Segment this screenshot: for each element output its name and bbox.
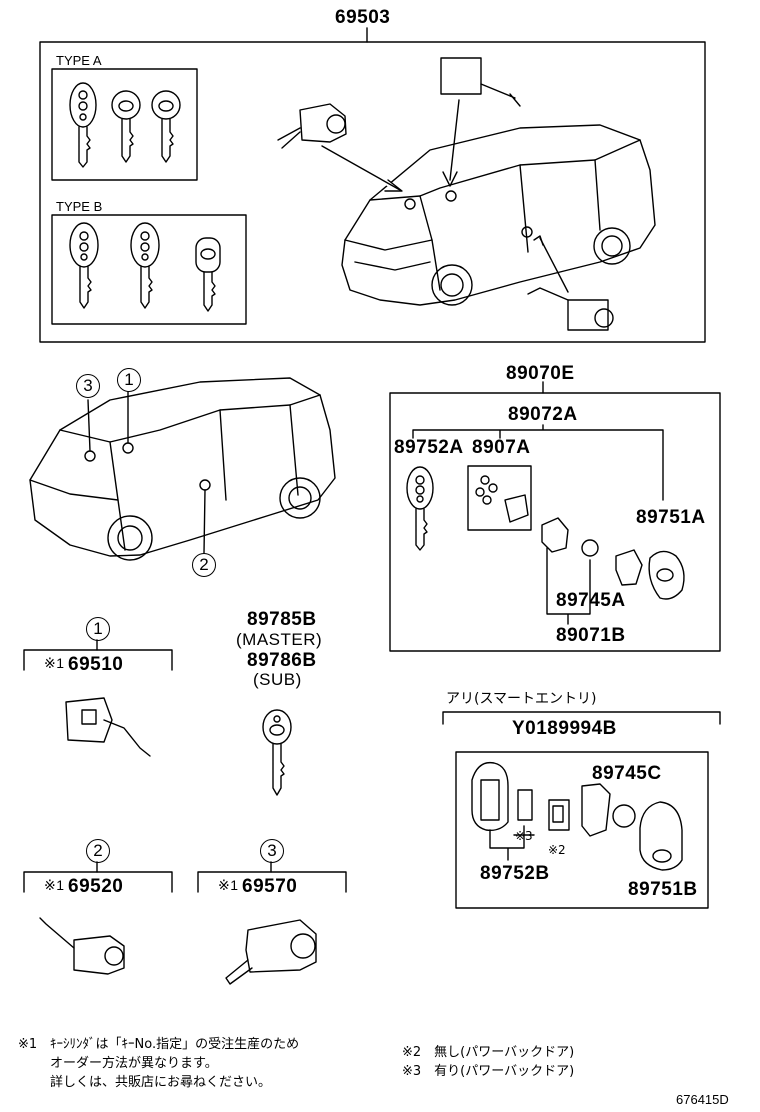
note-1-line-1: ｷｰｼﾘﾝﾀﾞは「ｷｰNo.指定」の受注生産のため (50, 1037, 300, 1052)
cylinder-3-part-number: 69570 (242, 876, 298, 897)
cylinder-2-part-number: 69520 (68, 876, 124, 897)
cylinder-2-number: 2 (86, 839, 110, 863)
transmitter-sub-assembly-number: 89072A (508, 404, 578, 425)
assembly-69503-frame (39, 27, 706, 343)
note-3: ※3 有り(パワーバックドア) (402, 1064, 575, 1079)
top-van-illustration (277, 57, 656, 331)
keypad-part-number: 8907A (472, 437, 531, 458)
smart-entry-mark-2: ※2 (548, 843, 566, 857)
cylinder-1-mark: ※1 (44, 655, 65, 671)
smart-entry-key-number: 89752B (480, 863, 550, 884)
left-van-illustration (29, 377, 336, 561)
assembly-part-number: 69503 (335, 7, 391, 28)
cylinder-2-illustration (23, 861, 173, 975)
transmitter-assembly-number: 89070E (506, 363, 575, 384)
callout-1-marker: 1 (117, 368, 141, 392)
type-a-keys (51, 68, 198, 181)
cylinder-2-mark: ※1 (44, 877, 65, 893)
type-b-keys (51, 214, 247, 325)
note-1-line-3: 詳しくは、共販店にお尋ねください。 (50, 1075, 272, 1090)
note-1-mark: ※1 (18, 1037, 38, 1052)
sub-key-label: (SUB) (253, 670, 302, 689)
cylinder-1-illustration (23, 639, 173, 757)
sub-key-part-number: 89786B (247, 650, 317, 671)
type-b-label: TYPE B (56, 199, 103, 214)
master-key-part-number: 89785B (247, 609, 317, 630)
case-cover-part-number: 89751A (636, 507, 706, 528)
smart-entry-heading: アリ(スマートエントリ) (446, 691, 597, 707)
callout-3-marker: 3 (76, 374, 100, 398)
cylinder-1-number: 1 (86, 617, 110, 641)
smart-entry-battery-number: 89745C (592, 763, 662, 784)
transmitter-part-number: 89071B (556, 625, 626, 646)
cylinder-1-part-number: 69510 (68, 654, 124, 675)
transmitter-set-frame (389, 381, 721, 652)
cylinder-3-number: 3 (260, 839, 284, 863)
cylinder-3-illustration (197, 861, 347, 985)
smart-entry-case-number: 89751B (628, 879, 698, 900)
note-2: ※2 無し(パワーバックドア) (402, 1045, 575, 1060)
diagram-id: 676415D (676, 1092, 729, 1107)
callout-2-marker: 2 (192, 553, 216, 577)
master-key-illustration (262, 709, 292, 796)
note-1-line-2: オーダー方法が異なります。 (50, 1056, 218, 1071)
smart-entry-mark-3: ※3 (515, 829, 533, 843)
battery-part-number: 89745A (556, 590, 626, 611)
key-blank-part-number: 89752A (394, 437, 464, 458)
smart-entry-assembly-number: Y0189994B (512, 718, 617, 739)
smart-entry-frame (442, 711, 721, 909)
cylinder-3-mark: ※1 (218, 877, 239, 893)
type-a-label: TYPE A (56, 53, 102, 68)
master-key-label: (MASTER) (236, 630, 323, 649)
